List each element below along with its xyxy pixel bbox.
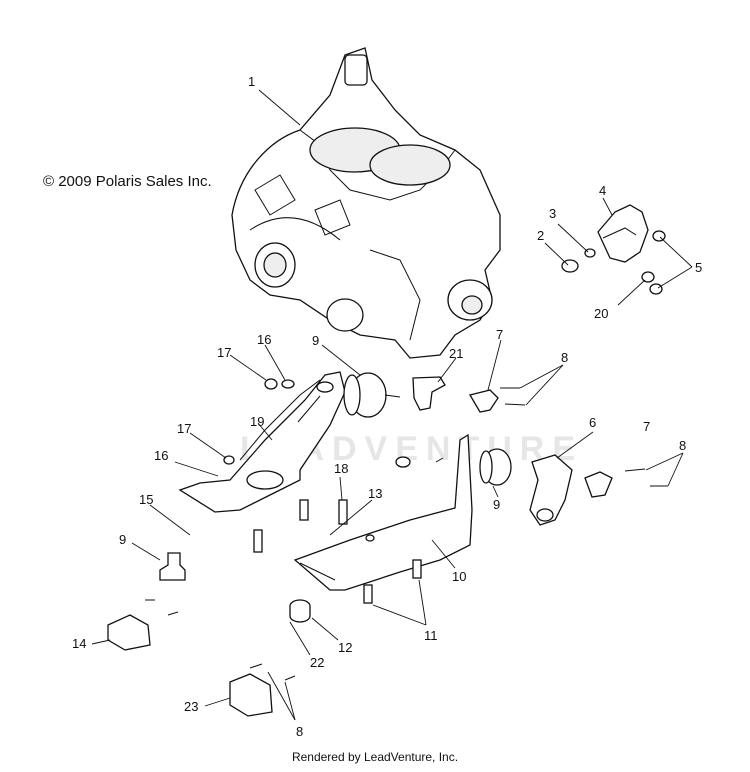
callout-7-upper: 7 [496,327,503,342]
bracket-7-upper[interactable] [468,389,499,413]
callout-9-right: 9 [493,497,500,512]
engine-assembly[interactable] [231,47,501,359]
callout-23: 23 [184,699,198,714]
callout-14: 14 [72,636,86,651]
callout-12: 12 [338,640,352,655]
render-credit: Rendered by LeadVenture, Inc. [291,750,459,764]
front-engine-mount-bracket[interactable] [178,371,346,513]
bracket-23[interactable] [229,673,273,717]
callout-16-upper: 16 [257,332,271,347]
callout-4: 4 [599,183,606,198]
callout-11: 11 [424,628,438,643]
callout-15: 15 [139,492,153,507]
callout-labels: 1 2 3 4 5 20 17 16 9 21 7 8 17 19 16 18 … [72,74,702,739]
rubber-mount-right[interactable] [479,448,512,486]
callout-19: 19 [250,414,264,429]
rear-engine-mount-plate[interactable] [293,433,473,591]
upper-bracket-group[interactable] [561,204,666,295]
leader-lines [91,89,693,721]
callout-6: 6 [589,415,596,430]
callout-13: 13 [368,486,382,501]
callout-22: 22 [310,655,324,670]
callout-2: 2 [537,228,544,243]
callout-10: 10 [452,569,466,584]
callout-7-lower: 7 [643,419,650,434]
callout-17-lower: 17 [177,421,191,436]
bracket-14[interactable] [107,614,151,651]
callout-18: 18 [334,461,348,476]
bracket-21[interactable] [412,376,446,411]
callout-8-lower: 8 [296,724,303,739]
callout-9-upper: 9 [312,333,319,348]
callout-20: 20 [594,306,608,321]
copyright-notice: © 2009 Polaris Sales Inc. [43,173,212,190]
callout-8-upper: 8 [561,350,568,365]
callout-1: 1 [248,74,255,89]
callout-17-upper: 17 [217,345,231,360]
spacer-12[interactable] [289,599,311,623]
callout-16-lower: 16 [154,448,168,463]
bracket-7-lower[interactable] [584,471,613,498]
callout-3: 3 [549,206,556,221]
callout-9-left: 9 [119,532,126,547]
callout-21: 21 [449,346,463,361]
rubber-mount-upper[interactable] [343,372,401,418]
callout-5: 5 [695,260,702,275]
bracket-6[interactable] [529,454,573,526]
callout-8-middle: 8 [679,438,686,453]
rubber-mount-left[interactable] [159,552,186,581]
bolts[interactable] [145,378,668,681]
